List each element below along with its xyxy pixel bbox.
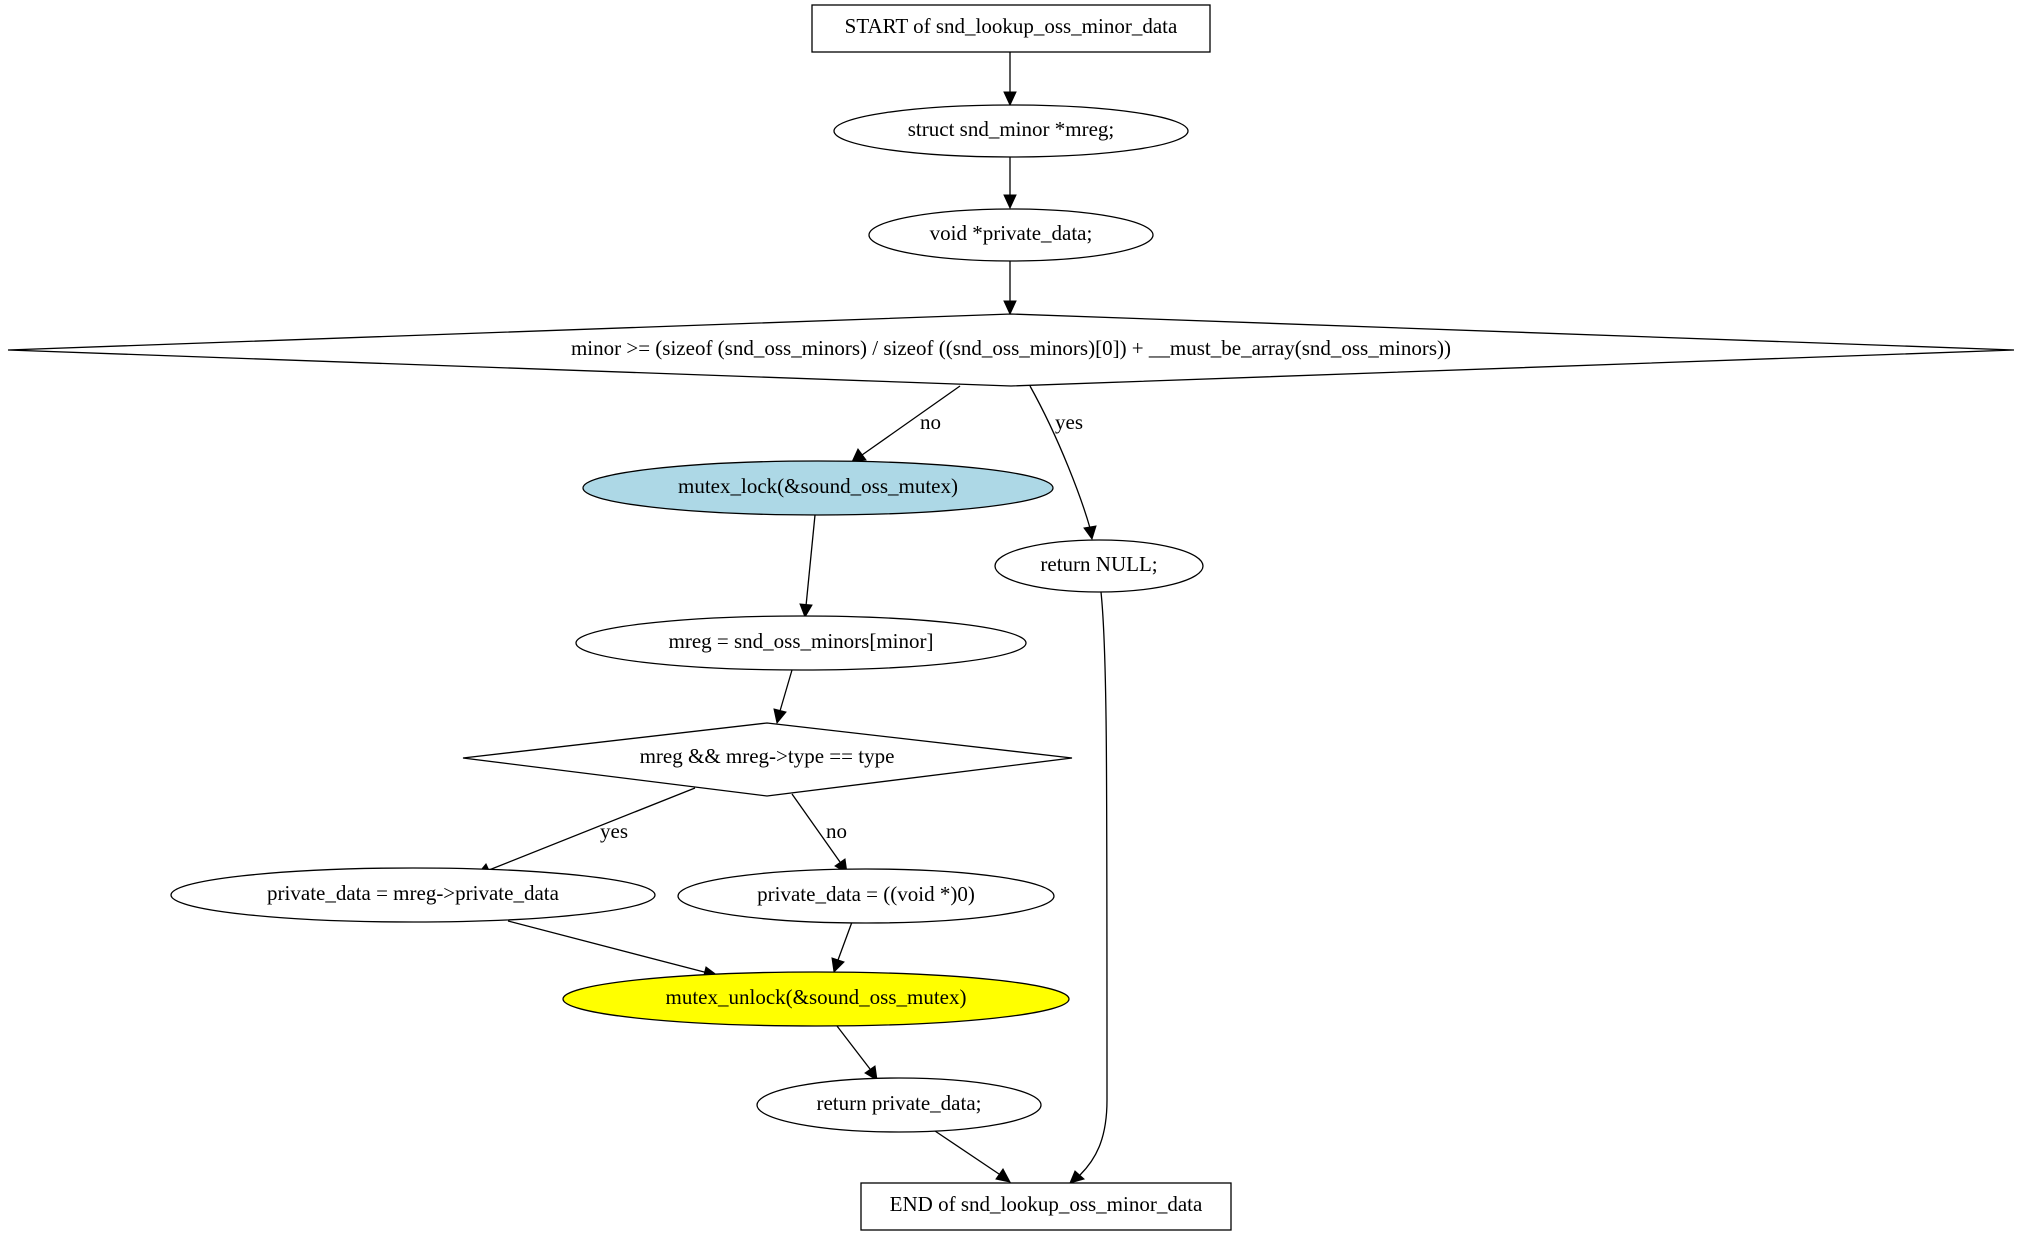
assign-mreg-node: mreg = snd_oss_minors[minor] <box>575 615 1027 671</box>
edge-start-to-decl-mreg <box>1003 52 1017 107</box>
mutex-unlock-node: mutex_unlock(&sound_oss_mutex) <box>562 971 1070 1027</box>
return-null-label: return NULL; <box>1040 552 1157 576</box>
decl-private-node: void *private_data; <box>868 208 1154 262</box>
cond-type-decision-node: mreg && mreg->type == type <box>462 722 1073 797</box>
edge-assign-null-to-mutex-unlock <box>831 921 853 974</box>
edge-assign-mreg-to-cond-type <box>773 669 793 725</box>
cond-minor-label: minor >= (sizeof (snd_oss_minors) / size… <box>571 336 1451 360</box>
return-null-node: return NULL; <box>994 539 1204 593</box>
edge-cond-minor-to-mutex-lock: no <box>851 385 961 463</box>
cond-minor-decision-node: minor >= (sizeof (snd_oss_minors) / size… <box>7 313 2015 387</box>
start-label: START of snd_lookup_oss_minor_data <box>845 14 1178 38</box>
edge-cond-type-to-assign-private: yes <box>475 787 696 876</box>
mutex-unlock-label: mutex_unlock(&sound_oss_mutex) <box>666 985 967 1009</box>
edge-label-no: no <box>920 410 941 434</box>
assign-private-label: private_data = mreg->private_data <box>267 881 560 905</box>
decl-mreg-label: struct snd_minor *mreg; <box>908 117 1114 141</box>
edge-cond-type-to-assign-null: no <box>791 793 848 874</box>
end-node: END of snd_lookup_oss_minor_data <box>860 1182 1232 1231</box>
mutex-lock-node: mutex_lock(&sound_oss_mutex) <box>582 460 1054 516</box>
edge-assign-private-to-mutex-unlock <box>507 920 720 980</box>
decl-private-label: void *private_data; <box>930 221 1093 245</box>
edge-decl-mreg-to-decl-private <box>1003 157 1017 210</box>
assign-null-node: private_data = ((void *)0) <box>677 868 1055 924</box>
edge-mutex-unlock-to-return-private <box>836 1025 878 1081</box>
edge-return-private-to-end <box>934 1130 1011 1183</box>
decl-mreg-node: struct snd_minor *mreg; <box>833 104 1189 158</box>
return-private-node: return private_data; <box>756 1077 1042 1133</box>
assign-null-label: private_data = ((void *)0) <box>757 882 975 906</box>
edge-mutex-lock-to-assign-mreg <box>799 514 816 619</box>
edge-label-no: no <box>826 819 847 843</box>
cond-type-label: mreg && mreg->type == type <box>640 744 895 768</box>
edge-cond-minor-to-return-null: yes <box>1029 385 1097 541</box>
edge-decl-private-to-cond-minor <box>1003 261 1017 316</box>
end-label: END of snd_lookup_oss_minor_data <box>890 1192 1203 1216</box>
assign-private-node: private_data = mreg->private_data <box>170 867 656 923</box>
assign-mreg-label: mreg = snd_oss_minors[minor] <box>669 629 934 653</box>
mutex-lock-label: mutex_lock(&sound_oss_mutex) <box>678 474 958 498</box>
edge-return-null-to-end <box>1069 591 1108 1184</box>
edge-label-yes: yes <box>1055 410 1083 434</box>
start-node: START of snd_lookup_oss_minor_data <box>811 4 1211 53</box>
edge-label-yes: yes <box>600 819 628 843</box>
return-private-label: return private_data; <box>816 1091 981 1115</box>
